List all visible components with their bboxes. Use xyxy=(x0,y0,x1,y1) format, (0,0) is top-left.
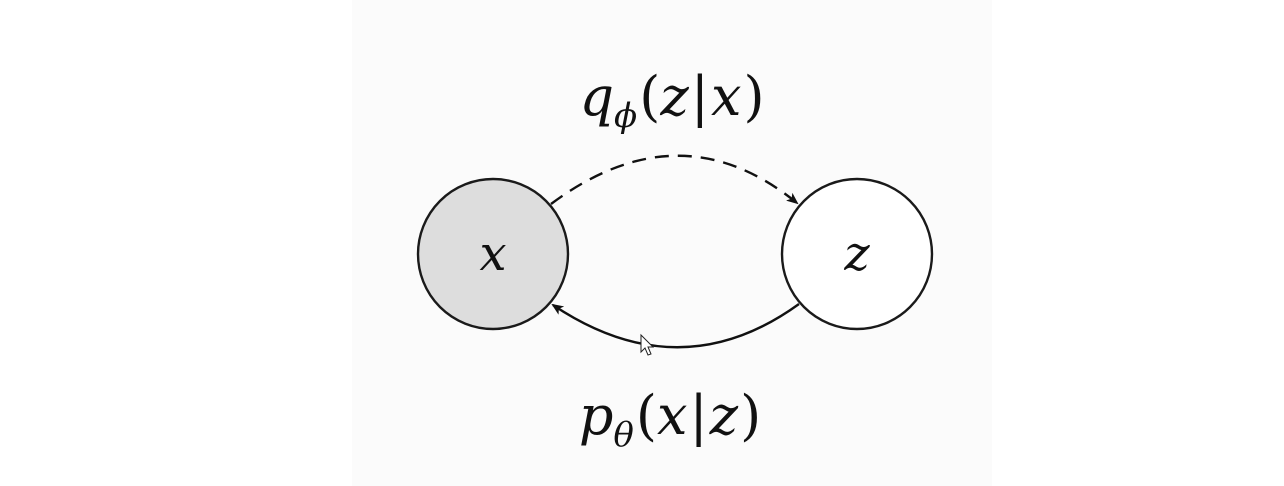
latent-node-label: z xyxy=(843,226,870,282)
encoder-label-bar: | xyxy=(691,65,709,128)
observed-node: x xyxy=(416,177,570,331)
decoder-label-arg1: x xyxy=(657,384,687,447)
latent-node-circle xyxy=(780,177,934,331)
decoder-label-bar: | xyxy=(689,384,707,447)
mouse-pointer-icon xyxy=(640,333,655,356)
decoder-label: pθ(x|z) xyxy=(579,384,761,455)
encoder-label-subscript: ϕ xyxy=(614,96,637,136)
encoder-label-arg2: x xyxy=(711,65,741,128)
decoder-label-arg2: z xyxy=(709,384,739,447)
latent-node: z xyxy=(780,177,934,331)
decoder-label-open-paren: ( xyxy=(636,384,657,447)
encoder-label-close-paren: ) xyxy=(743,65,764,128)
decoder-label-func: p xyxy=(579,384,614,447)
decoder-label-close-paren: ) xyxy=(740,384,761,447)
encoder-label-arg1: z xyxy=(659,65,689,128)
encoder-label-func: q xyxy=(579,65,614,128)
decoder-label-subscript: θ xyxy=(613,415,633,455)
decoder-edge xyxy=(551,303,800,349)
encoder-edge xyxy=(550,154,799,205)
encoder-label: qϕ(z|x) xyxy=(579,65,764,136)
observed-node-circle xyxy=(416,177,570,331)
encoder-label-open-paren: ( xyxy=(639,65,660,128)
observed-node-label: x xyxy=(479,226,506,282)
